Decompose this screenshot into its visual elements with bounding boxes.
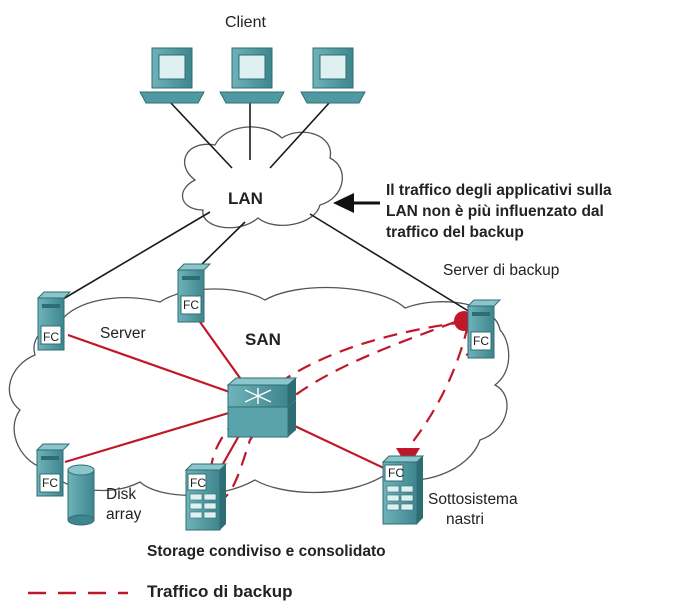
fc-label-storage-right: FC [388,466,404,480]
fc-label-backup-server: FC [473,334,489,348]
fc-label-server-top: FC [183,298,199,312]
disk-array-icon [67,464,95,526]
client-pc-3 [300,47,366,104]
lan-cloud [181,126,343,229]
arrow-icon [333,193,380,213]
legend-label: Traffico di backup [147,582,293,601]
disk-array-line-2: array [106,506,142,523]
backup-server-label: Server di backup [443,262,560,279]
fc-label-server-bottom: FC [42,476,58,490]
storage-label: Storage condiviso e consolidato [147,543,386,560]
annotation-line-2: LAN non è più influenzato dal [386,203,604,220]
tape-library-icon-left [184,463,228,531]
client-pc-2 [219,47,285,104]
san-label: SAN [245,330,281,349]
lan-label: LAN [228,189,263,208]
annotation-line-3: traffico del backup [386,224,524,241]
server-label: Server [100,325,146,342]
disk-array-label: Disk array [106,485,141,525]
client-pc-1 [139,47,205,104]
server-icon-top [176,263,212,323]
client-label: Client [225,14,266,31]
tape-library-icon-right [381,455,425,525]
annotation-text: Il traffico degli applicativi sulla LAN … [386,180,612,243]
tape-line-1: Sottosistema [428,491,518,508]
fc-label-server-left: FC [43,330,59,344]
fc-switch-icon [226,377,298,438]
tape-subsystem-label: Sottosistema nastri [428,490,518,530]
annotation-line-1: Il traffico degli applicativi sulla [386,182,612,199]
server-icon-bottom-left [35,443,71,497]
lan-links [57,101,471,313]
server-icon-backup [466,299,502,359]
tape-line-2: nastri [446,511,484,528]
server-icon-left [36,291,72,351]
disk-array-line-1: Disk [106,486,137,503]
fc-label-storage-left: FC [190,476,206,490]
